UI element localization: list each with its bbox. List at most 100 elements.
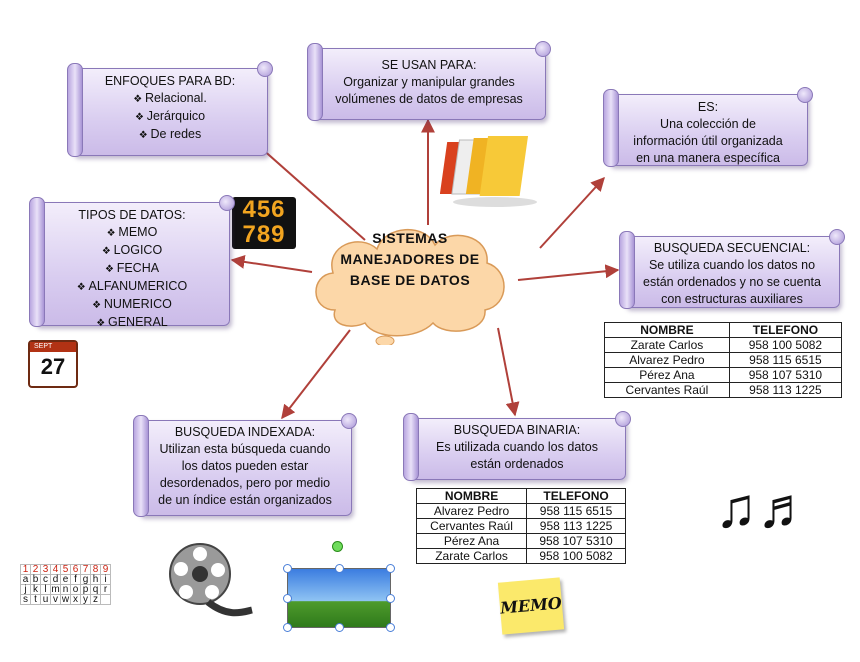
resize-handle[interactable] xyxy=(386,594,395,603)
table-header-cell: TELEFONO xyxy=(526,488,626,504)
key-cell: w xyxy=(60,594,71,605)
calendar-month: SEPT xyxy=(30,342,76,352)
key-cell: 5 xyxy=(60,564,71,575)
resize-handle[interactable] xyxy=(283,623,292,632)
table-cell: 958 113 1225 xyxy=(526,518,626,534)
key-cell: x xyxy=(70,594,81,605)
se-usan-scroll: SE USAN PARA: Organizar y manipular gran… xyxy=(307,41,551,121)
key-cell: g xyxy=(80,574,91,585)
key-cell: 3 xyxy=(40,564,51,575)
key-cell: l xyxy=(40,584,51,595)
arrow-to-tipos xyxy=(230,254,313,273)
enfoques-scroll: ENFOQUES PARA BD: Relacional. Jerárquico… xyxy=(67,61,273,157)
table-cell: 958 107 5310 xyxy=(728,367,843,383)
es-line: en una manera específica xyxy=(636,151,780,165)
binaria-line: están ordenados xyxy=(470,457,564,471)
table-header-cell: TELEFONO xyxy=(728,322,843,338)
table-cell: Cervantes Raúl xyxy=(604,382,730,398)
central-cloud xyxy=(315,229,505,345)
key-cell: o xyxy=(70,584,81,595)
key-cell: u xyxy=(40,594,51,605)
table-cell: Pérez Ana xyxy=(604,367,730,383)
key-cell: b xyxy=(30,574,41,585)
arrow-to-es xyxy=(539,176,605,249)
secuencial-line: están ordenados y no se cuenta xyxy=(643,275,821,289)
key-cell: q xyxy=(90,584,101,595)
tipos-item: FECHA xyxy=(47,260,217,278)
table-header-row: NOMBRE TELEFONO xyxy=(415,488,626,504)
enfoques-title: ENFOQUES PARA BD: xyxy=(104,74,236,88)
table-header-cell: NOMBRE xyxy=(604,322,730,338)
music-notes-icon: ♫♬ xyxy=(715,476,813,539)
resize-handle[interactable] xyxy=(283,594,292,603)
table-cell: Pérez Ana xyxy=(415,533,528,549)
table-cell: 958 100 5082 xyxy=(526,548,626,564)
resize-handle[interactable] xyxy=(335,623,344,632)
key-cell: f xyxy=(70,574,81,585)
secuencial-line: con estructuras auxiliares xyxy=(661,292,803,306)
memo-note: MEMO xyxy=(497,577,565,635)
center-line-3: BASE DE DATOS xyxy=(349,272,471,288)
se-usan-title: SE USAN PARA: xyxy=(381,58,477,72)
key-cell: 6 xyxy=(70,564,81,575)
resize-handle[interactable] xyxy=(335,564,344,573)
table-cell: Zarate Carlos xyxy=(604,337,730,353)
rotate-handle[interactable] xyxy=(332,541,343,552)
key-cell: j xyxy=(20,584,31,595)
key-cell: 7 xyxy=(80,564,91,575)
key-cell: s xyxy=(20,594,31,605)
table-cell: 958 107 5310 xyxy=(526,533,626,549)
table-cell: Cervantes Raúl xyxy=(415,518,528,534)
table-cell: 958 113 1225 xyxy=(728,382,843,398)
arrow-to-enfoques xyxy=(250,139,366,241)
indexada-line: desordenados, pero por medio xyxy=(159,476,331,490)
enfoques-item: Relacional. xyxy=(85,90,255,108)
arrow-to-binaria xyxy=(497,327,520,417)
key-cell: e xyxy=(60,574,71,585)
table-cell: Alvarez Pedro xyxy=(415,503,528,519)
central-topic: SISTEMAS MANEJADORES DE BASE DE DATOS xyxy=(320,228,500,291)
tipos-scroll: TIPOS DE DATOS: MEMO LOGICO FECHA ALFANU… xyxy=(29,195,235,329)
indexada-title: BUSQUEDA INDEXADA: xyxy=(174,425,316,439)
secuencial-line: Se utiliza cuando los datos no xyxy=(648,258,816,272)
calendar-day: 27 xyxy=(40,354,66,379)
tipos-item: LOGICO xyxy=(47,242,217,260)
key-cell: m xyxy=(50,584,61,595)
key-cell: t xyxy=(30,594,41,605)
key-cell: y xyxy=(80,594,91,605)
se-usan-line: Organizar y manipular grandes xyxy=(343,75,515,89)
folders-icon xyxy=(440,136,537,207)
es-line: Una colección de xyxy=(660,117,756,131)
key-cell: n xyxy=(60,584,71,595)
numbers-top: 456 xyxy=(242,196,286,223)
center-line-2: MANEJADORES DE xyxy=(340,251,480,267)
calendar-icon: SEPT 27 xyxy=(28,340,78,388)
resize-handle[interactable] xyxy=(386,564,395,573)
binaria-scroll: BUSQUEDA BINARIA: Es utilizada cuando lo… xyxy=(403,411,631,481)
numbers-image: 456 789 xyxy=(232,197,296,249)
key-cell xyxy=(100,594,111,605)
binaria-title: BUSQUEDA BINARIA: xyxy=(453,423,581,437)
landscape-picture[interactable] xyxy=(283,564,395,632)
resize-handle[interactable] xyxy=(283,564,292,573)
key-cell: r xyxy=(100,584,111,595)
numbers-bottom: 789 xyxy=(242,221,286,248)
key-cell: h xyxy=(90,574,101,585)
tipos-item: ALFANUMERICO xyxy=(47,278,217,296)
table-cell: 958 115 6515 xyxy=(728,352,843,368)
arrow-to-secuencial xyxy=(517,264,620,281)
secuencial-scroll: BUSQUEDA SECUENCIAL: Se utiliza cuando l… xyxy=(619,229,845,309)
key-cell: 2 xyxy=(30,564,41,575)
indexada-line: los datos pueden estar xyxy=(181,459,309,473)
indexada-scroll: BUSQUEDA INDEXADA: Utilizan esta búsqued… xyxy=(133,413,357,517)
resize-handle[interactable] xyxy=(386,623,395,632)
secuencial-title: BUSQUEDA SECUENCIAL: xyxy=(653,241,811,255)
key-cell: v xyxy=(50,594,61,605)
es-title: ES: xyxy=(697,100,719,114)
